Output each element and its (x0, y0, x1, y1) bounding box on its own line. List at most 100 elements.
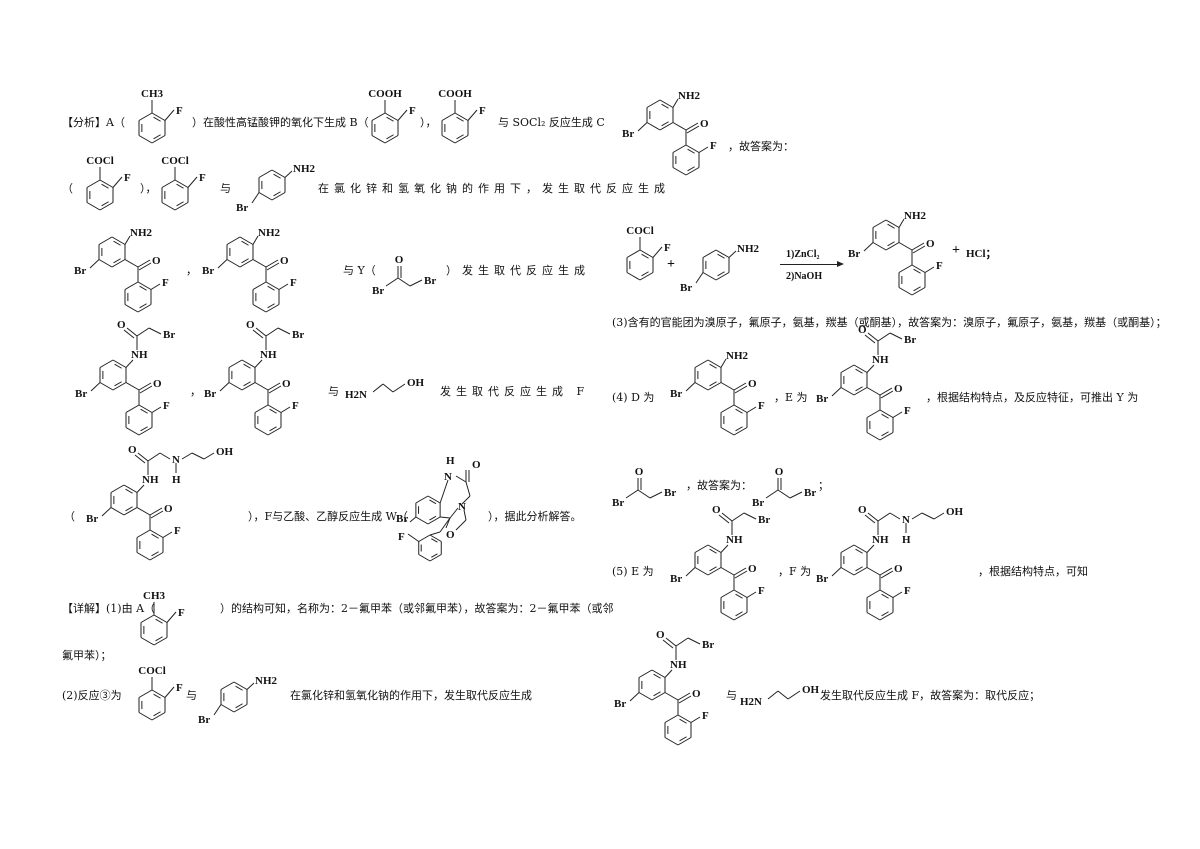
bond (99, 179, 114, 188)
bond (720, 567, 735, 576)
bond (137, 259, 151, 268)
bond (273, 173, 281, 179)
bond (392, 383, 406, 393)
bond (685, 122, 699, 131)
bond (664, 737, 679, 746)
bond (639, 272, 654, 281)
bond (672, 144, 687, 153)
bond (720, 404, 735, 413)
bond (110, 484, 125, 493)
bond (153, 116, 161, 122)
analysis-text: 在氯化锌和氢氧化钠的作用下，发生取代反应生成 (318, 182, 670, 195)
bond (98, 259, 113, 268)
bond (637, 489, 651, 499)
bond (441, 112, 456, 121)
atom-label: O (700, 118, 709, 130)
bond (155, 618, 163, 624)
bond (912, 245, 926, 254)
analysis-text: 【分析】A（ (62, 116, 125, 129)
atom-label: Br (622, 128, 634, 140)
atom-label: NH (142, 474, 159, 486)
atom-label: N (172, 454, 180, 466)
bond (166, 611, 177, 623)
bond (124, 235, 131, 245)
atom-label: F (162, 277, 169, 289)
bond (162, 531, 173, 538)
bond (694, 567, 709, 576)
bond (415, 516, 429, 525)
atom-label: F (176, 105, 183, 117)
bond (707, 382, 722, 391)
bond (880, 390, 894, 399)
bond (439, 517, 451, 533)
bond (694, 359, 709, 368)
bond (241, 240, 249, 246)
analysis-text: ），据此分析解答。 (488, 510, 582, 523)
bond (164, 686, 175, 698)
bond (113, 258, 121, 264)
bond (164, 109, 175, 121)
bond (629, 692, 640, 702)
detail-text: 与 (726, 689, 737, 702)
bond (137, 281, 152, 290)
bond (720, 612, 735, 621)
bond (138, 427, 153, 436)
bond (911, 287, 926, 296)
atom-label: NH2 (726, 350, 749, 362)
bond (872, 219, 887, 228)
bond (913, 286, 921, 292)
bond (694, 544, 709, 553)
atom-label: COOH (368, 88, 402, 100)
atom-label: Br (804, 487, 816, 499)
bond (148, 327, 162, 335)
detail-text: 【详解】(1)由 A（ (62, 602, 156, 615)
bond (269, 426, 277, 432)
atom-label: Br (292, 329, 304, 341)
atom-label: F (758, 585, 765, 597)
atom-label: F (199, 172, 206, 184)
bond (449, 507, 459, 519)
bond (149, 529, 164, 538)
bond (139, 285, 147, 291)
bond (651, 669, 666, 678)
atom-label: Br (198, 714, 210, 726)
analysis-text: 与 (220, 182, 231, 195)
detail-text: 发生取代反应生成 F，故答案为：取代反应； (820, 689, 1041, 702)
bond (112, 176, 123, 188)
analysis-text: 与 Y（ (343, 264, 376, 277)
atom-label: F (664, 242, 671, 254)
bond (626, 249, 641, 258)
bond (777, 690, 789, 700)
bond (407, 533, 420, 542)
bond (427, 516, 441, 525)
bond (213, 704, 222, 716)
bond (267, 427, 282, 436)
bond (139, 303, 147, 309)
bond (733, 427, 748, 436)
bond (840, 364, 855, 373)
bond (280, 406, 291, 413)
detail-text: ，故答案为： (728, 140, 794, 153)
atom-label: O (153, 378, 162, 390)
bond (455, 475, 467, 483)
bond (709, 548, 717, 554)
bond (125, 488, 133, 494)
atom-label: O (858, 324, 867, 336)
bond (653, 691, 661, 697)
bond (265, 304, 280, 313)
bond (235, 685, 243, 691)
bond (176, 183, 184, 189)
bond (267, 382, 281, 391)
